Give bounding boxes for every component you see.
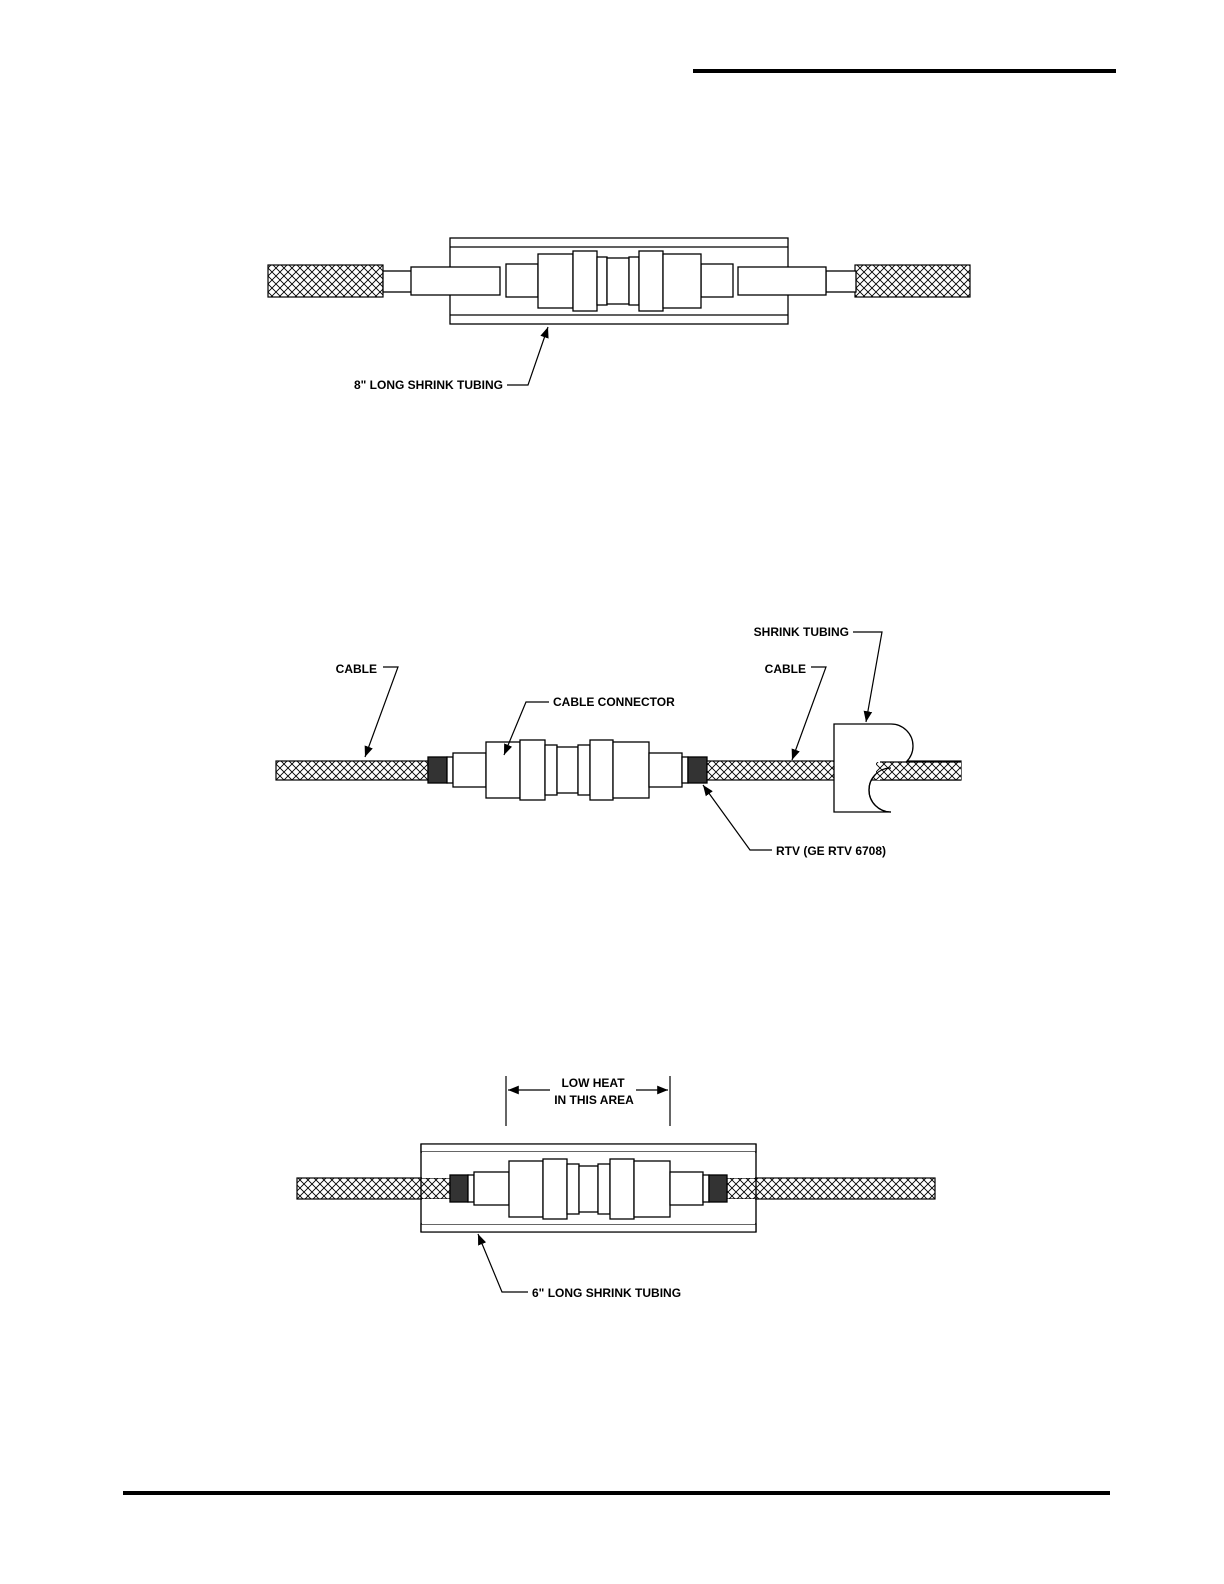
- callout-leader-cable-left: [365, 667, 398, 757]
- figure-top-assembly: 8" LONG SHRINK TUBING: [268, 238, 970, 392]
- cable-braid-left: [276, 761, 428, 780]
- tubing-edge-bottom: [421, 1224, 756, 1232]
- connector-nut-right: [590, 740, 613, 800]
- callout-leader-6in: [478, 1234, 528, 1292]
- connector-nut-left: [520, 740, 545, 800]
- connector-body-left: [509, 1161, 543, 1217]
- figure-bottom-assembly: LOW HEAT IN THIS AREA 6" LONG SHRINK TUB…: [297, 1076, 935, 1300]
- callout-leader-rtv: [703, 785, 772, 850]
- connector-body-left: [486, 742, 520, 798]
- cable-jacket-left: [383, 271, 413, 292]
- connector-collar-right: [578, 745, 590, 795]
- callout-leader-cable-right: [792, 667, 826, 760]
- connector-stub-left: [474, 1172, 509, 1205]
- callout-rtv: RTV (GE RTV 6708): [776, 844, 886, 858]
- connector-nut-right: [610, 1159, 634, 1219]
- rtv-seal-left: [428, 757, 447, 783]
- tubing-edge-top: [421, 1144, 756, 1152]
- callout-cable-right: CABLE: [765, 662, 806, 676]
- heat-zone-label-line1: LOW HEAT: [561, 1076, 625, 1090]
- cable-braid-left: [268, 265, 383, 297]
- connector-nut-left: [573, 251, 597, 311]
- connector-stub-left: [506, 264, 538, 297]
- callout-cable-connector: CABLE CONNECTOR: [553, 695, 675, 709]
- connector-nut-left: [543, 1159, 567, 1219]
- cable-braid-right: [727, 1178, 935, 1199]
- cable-jacket-right: [826, 271, 856, 292]
- callout-shrink-tubing: SHRINK TUBING: [754, 625, 849, 639]
- ferrule-left: [468, 1175, 474, 1202]
- ferrule-right: [703, 1175, 709, 1202]
- connector-collar-left: [597, 257, 607, 305]
- connector-collar-left: [545, 745, 557, 795]
- sleeve-left: [411, 267, 500, 295]
- rtv-seal-right: [688, 757, 707, 783]
- connector-stub-right: [649, 753, 682, 787]
- connector-stub-right: [701, 264, 733, 297]
- heat-zone-label-line2: IN THIS AREA: [554, 1093, 634, 1107]
- connector-body-right: [663, 254, 701, 308]
- callout-leader-8in: [507, 327, 548, 385]
- callout-8in-shrink-tubing: 8" LONG SHRINK TUBING: [354, 378, 503, 392]
- connector-collar-right: [598, 1164, 610, 1214]
- connector-nut-right: [639, 251, 663, 311]
- sleeve-right: [738, 267, 826, 295]
- connector-stub-left: [453, 753, 486, 787]
- connector-coupling: [607, 258, 629, 304]
- connector-body-left: [538, 254, 573, 308]
- connector-collar-left: [567, 1164, 579, 1214]
- connector-body-right: [634, 1161, 670, 1217]
- connector-coupling: [557, 747, 578, 793]
- connector-coupling: [579, 1166, 598, 1212]
- connector-collar-right: [629, 257, 639, 305]
- connector-body-right: [613, 742, 649, 798]
- cable-braid-through-tubing: [876, 762, 961, 780]
- cable-braid-right: [855, 265, 970, 297]
- rtv-seal-right: [709, 1175, 727, 1202]
- ferrule-left: [447, 757, 453, 783]
- connector-stub-right: [670, 1172, 703, 1205]
- figure-middle-assembly: CABLE CABLE CONNECTOR SHRINK TUBING CABL…: [276, 625, 961, 858]
- callout-leader-shrink-tubing: [853, 632, 882, 722]
- callout-cable-left: CABLE: [336, 662, 377, 676]
- rtv-seal-left: [450, 1175, 468, 1202]
- ferrule-right: [682, 757, 688, 783]
- cable-braid-left: [297, 1178, 450, 1199]
- callout-6in-shrink-tubing: 6" LONG SHRINK TUBING: [532, 1286, 681, 1300]
